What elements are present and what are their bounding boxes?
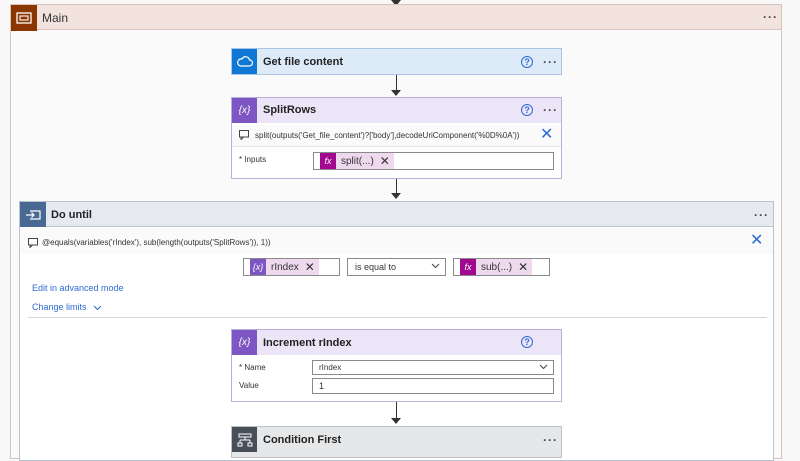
action-card-splitrows: {x} SplitRows ? ··· split(outputs('Get_f… [231, 97, 562, 179]
help-icon[interactable]: ? [521, 56, 533, 68]
do-until-title: Do until [51, 209, 92, 221]
edit-advanced-mode-link[interactable]: Edit in advanced mode [32, 283, 124, 293]
operator-value: is equal to [355, 262, 397, 272]
expression-bar: split(outputs('Get_file_content')?['body… [232, 125, 561, 147]
close-icon[interactable]: ✕ [750, 232, 764, 249]
chevron-down-icon [93, 303, 102, 312]
variable-icon: {x} [232, 330, 257, 355]
comment-icon [239, 130, 249, 140]
variable-icon: {x} [232, 98, 257, 123]
action-header[interactable]: {x} SplitRows ? ··· [232, 98, 561, 123]
do-until-expression-bar: @equals(variables('rIndex'), sub(length(… [20, 228, 773, 254]
scope-icon [11, 5, 37, 31]
action-title: Get file content [263, 56, 344, 68]
variable-icon: {x} [250, 259, 266, 275]
action-card-increment-rindex: {x} Increment rIndex ? * Name rIndex Val… [231, 329, 562, 402]
condition-icon [232, 427, 257, 452]
connector [396, 179, 397, 195]
condition-operator-select[interactable]: is equal to [347, 258, 446, 276]
chevron-down-icon [539, 362, 548, 374]
action-title: SplitRows [263, 104, 317, 116]
token-label: rIndex [271, 261, 299, 273]
arrow-down-icon [391, 193, 401, 199]
arrow-down-icon [391, 418, 401, 424]
action-menu-button[interactable]: ··· [543, 103, 558, 117]
expression-text[interactable]: split(outputs('Get_file_content')?['body… [255, 131, 520, 140]
action-menu-button[interactable]: ··· [543, 55, 558, 69]
token-label: split(...) [341, 155, 374, 167]
remove-token-icon[interactable]: ✕ [518, 260, 529, 274]
scope-title: Main [42, 11, 69, 25]
arrow-down-icon [391, 90, 401, 96]
value-input[interactable]: 1 [312, 378, 554, 394]
change-limits-link[interactable]: Change limits [32, 302, 102, 312]
token-label: sub(...) [481, 261, 513, 273]
scope-menu-button[interactable]: ··· [763, 10, 778, 24]
change-limits-label: Change limits [32, 302, 87, 312]
variable-token[interactable]: {x} rIndex ✕ [250, 259, 319, 275]
scope-main-header[interactable]: Main ··· [10, 4, 782, 31]
action-card-get-file-content[interactable]: Get file content ? ··· [231, 48, 562, 75]
connector [396, 402, 397, 420]
condition-right-field[interactable]: fx sub(...) ✕ [453, 258, 550, 276]
loop-icon [20, 202, 46, 227]
remove-token-icon[interactable]: ✕ [379, 154, 390, 168]
chevron-down-icon [431, 261, 440, 273]
inputs-field[interactable]: fx split(...) ✕ [313, 152, 554, 170]
connector [396, 75, 397, 92]
do-until-menu-button[interactable]: ··· [754, 208, 769, 222]
function-icon: fx [460, 259, 476, 275]
help-icon[interactable]: ? [521, 336, 533, 348]
name-label: * Name [239, 363, 266, 372]
value-text: 1 [319, 381, 325, 391]
name-select[interactable]: rIndex [312, 360, 554, 375]
divider [28, 317, 767, 318]
action-header[interactable]: {x} Increment rIndex ? [232, 330, 561, 355]
remove-token-icon[interactable]: ✕ [304, 260, 315, 274]
expression-token[interactable]: fx split(...) ✕ [320, 153, 394, 169]
name-value: rIndex [319, 363, 342, 372]
comment-icon [28, 238, 38, 248]
action-card-condition-first[interactable]: Condition First ··· [231, 426, 562, 458]
onedrive-cloud-icon [232, 49, 257, 74]
expression-token[interactable]: fx sub(...) ✕ [460, 259, 533, 275]
inputs-label: * Inputs [239, 155, 267, 164]
function-icon: fx [320, 153, 336, 169]
help-icon[interactable]: ? [521, 104, 533, 116]
action-title: Condition First [263, 434, 342, 446]
value-label: Value [239, 381, 259, 390]
close-icon[interactable]: ✕ [540, 126, 554, 143]
condition-left-field[interactable]: {x} rIndex ✕ [243, 258, 340, 276]
action-menu-button[interactable]: ··· [543, 433, 558, 447]
do-until-header[interactable]: Do until ··· [19, 201, 774, 227]
expression-text[interactable]: @equals(variables('rIndex'), sub(length(… [42, 238, 271, 247]
action-title: Increment rIndex [263, 337, 352, 349]
arrow-down-icon [391, 0, 401, 6]
